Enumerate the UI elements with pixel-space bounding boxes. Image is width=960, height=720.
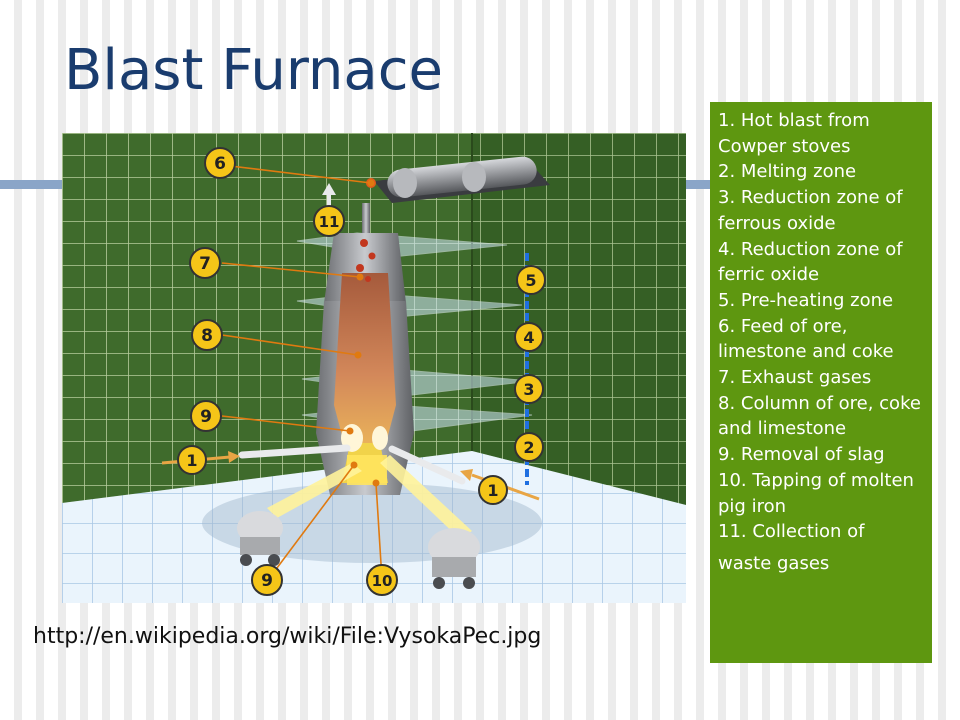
badge-1-right: 1	[478, 475, 508, 505]
legend-item: 8. Column of ore, coke and limestone	[718, 392, 921, 440]
leader-lines	[221, 164, 383, 581]
legend-item: 11. Collection of	[718, 521, 865, 543]
svg-text:9: 9	[200, 407, 212, 427]
svg-text:6: 6	[214, 154, 226, 174]
svg-text:3: 3	[523, 380, 534, 399]
legend-item: 6. Feed of ore, limestone and coke	[718, 315, 894, 363]
badge-7: 7	[189, 247, 221, 279]
legend-item-continuation: waste gases	[718, 552, 830, 574]
legend-item: 4. Reduction zone of ferric oxide	[718, 238, 903, 286]
legend-item: 7. Exhaust gases	[718, 367, 872, 389]
svg-text:5: 5	[525, 271, 536, 290]
badge-10: 10	[366, 564, 398, 596]
image-source-url: http://en.wikipedia.org/wiki/File:Vysoka…	[33, 624, 542, 649]
badge-6: 6	[204, 147, 236, 179]
legend-item: 3. Reduction zone of ferrous oxide	[718, 187, 903, 234]
svg-text:11: 11	[319, 213, 340, 231]
svg-text:1: 1	[487, 481, 498, 500]
svg-text:8: 8	[201, 326, 213, 346]
blast-furnace-illustration: 6 11 7 8 9 1 5 4 3 2 1 9	[62, 133, 686, 603]
badge-5: 5	[516, 265, 546, 295]
legend-item: 9. Removal of slag	[718, 444, 885, 466]
svg-text:2: 2	[523, 438, 534, 457]
badge-8: 8	[191, 319, 223, 351]
legend-item: 1. Hot blast from Cowper stoves	[718, 110, 870, 157]
legend-panel: 1. Hot blast from Cowper stoves 2. Melti…	[710, 102, 932, 663]
badge-1-left: 1	[177, 445, 207, 475]
legend-item: 5. Pre-heating zone	[718, 289, 894, 311]
floor	[62, 451, 686, 603]
svg-text:10: 10	[372, 572, 393, 590]
svg-text:4: 4	[523, 328, 534, 347]
iron-ladle-car	[428, 528, 480, 589]
badge-11: 11	[313, 205, 345, 237]
decorative-rule-left	[0, 180, 62, 189]
svg-text:7: 7	[199, 254, 211, 274]
legend-item: 2. Melting zone	[718, 161, 857, 183]
slag-ladle-car	[237, 511, 283, 566]
badge-9-slag-bottom: 9	[251, 564, 283, 596]
legend-item: 10. Tapping of molten pig iron	[718, 469, 914, 517]
svg-text:1: 1	[186, 451, 197, 470]
badge-9-slag-top: 9	[190, 400, 222, 432]
decorative-rule-right	[686, 180, 714, 189]
badge-4: 4	[514, 322, 544, 352]
slide-title: Blast Furnace	[64, 38, 443, 103]
badge-3: 3	[514, 374, 544, 404]
svg-text:9: 9	[261, 571, 273, 591]
badge-2: 2	[514, 432, 544, 462]
top-duct	[366, 156, 550, 203]
